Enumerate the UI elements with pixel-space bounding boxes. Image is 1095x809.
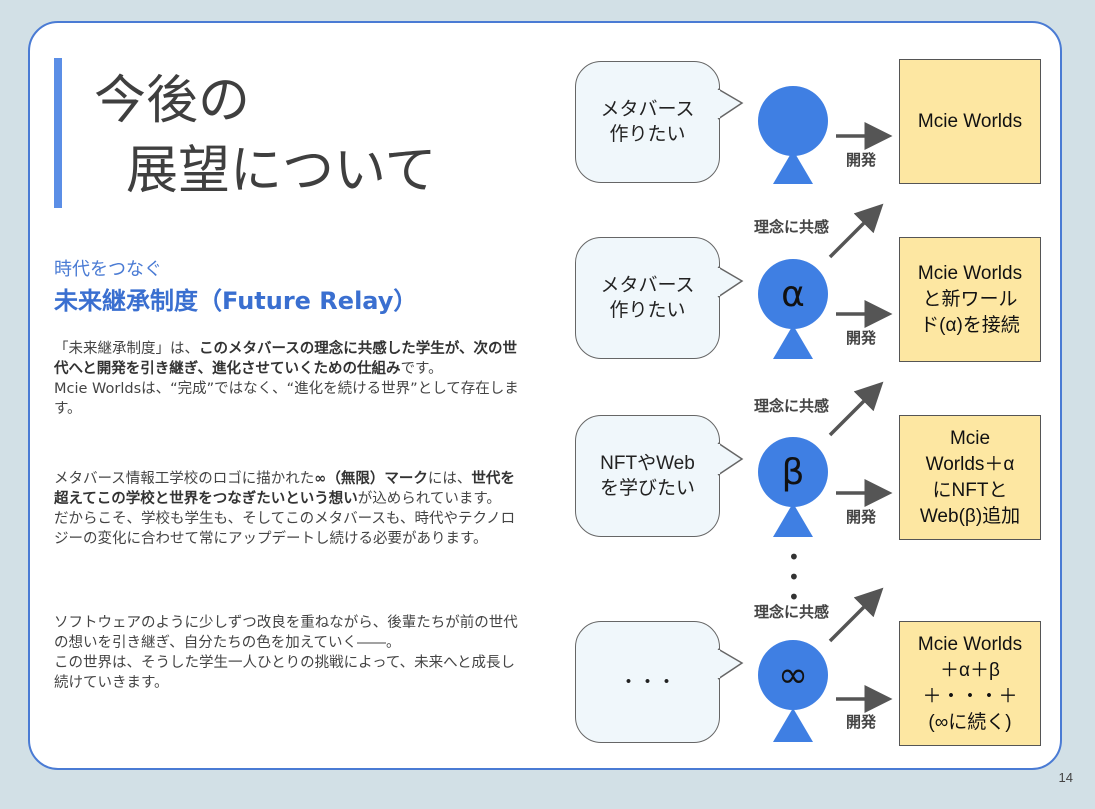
slide: 今後の 展望について 時代をつなぐ 未来継承制度（Future Relay） 「… — [28, 21, 1062, 770]
student-head-2: α — [758, 259, 828, 329]
empathy-arrow-2 — [828, 381, 884, 437]
dev-label-3: 開発 — [846, 508, 877, 526]
empathy-label-2: 理念に共感 — [754, 397, 830, 415]
page-title-line1: 今後の — [94, 71, 251, 131]
page-title-line2: 展望について — [126, 141, 437, 201]
student-head-4: ∞ — [758, 640, 828, 710]
title-accent-bar — [54, 58, 62, 208]
text-segment: ∞（無限）マーク — [314, 471, 428, 487]
empathy-label-1: 理念に共感 — [754, 218, 830, 236]
section-heading: 未来継承制度（Future Relay） — [54, 287, 418, 315]
text-segment: 「未来継承制度」は、 — [54, 341, 199, 357]
speech-bubble-1: メタバース 作りたい — [575, 61, 720, 183]
result-box-3: Mcie Worlds＋α にNFTと Web(β)追加 — [899, 415, 1041, 540]
result-box-2: Mcie Worlds と新ワール ド(α)を接続 — [899, 237, 1041, 362]
result-box-1: Mcie Worlds — [899, 59, 1041, 184]
text-segment: Mcie Worldsは、“完成”ではなく、“進化を続ける世界”として存在します… — [54, 381, 519, 417]
student-body-4 — [773, 708, 813, 742]
empathy-label-3: 理念に共感 — [754, 603, 830, 621]
student-body-3 — [773, 503, 813, 537]
result-box-4: Mcie Worlds ＋α＋β ＋・・・＋ (∞に続く) — [899, 621, 1041, 746]
page-number: 14 — [1058, 770, 1073, 785]
section-subtitle: 時代をつなぐ — [54, 259, 162, 280]
dev-label-2: 開発 — [846, 329, 877, 347]
empathy-arrow-1 — [828, 203, 884, 259]
text-segment: このメタバースの理念に共感した学生が、次の世代へと開発を引き継ぎ、進化させていく… — [54, 341, 517, 377]
text-segment: 世代を超えてこの学校と世界をつなぎたいという想い — [54, 471, 515, 507]
dev-label-1: 開発 — [846, 151, 877, 169]
speech-bubble-2: メタバース 作りたい — [575, 237, 720, 359]
empathy-arrow-3 — [828, 587, 884, 643]
student-head-1 — [758, 86, 828, 156]
text-segment: には、 — [427, 471, 472, 487]
text-segment: です。 — [400, 361, 443, 377]
dev-label-4: 開発 — [846, 713, 877, 731]
text-segment: が込められています。 だからこそ、学校も学生も、そしてこのメタバースも、時代やテ… — [54, 491, 516, 547]
student-body-1 — [773, 150, 813, 184]
text-segment: ソフトウェアのように少しずつ改良を重ねながら、後輩たちが前の世代の想いを引き継ぎ… — [54, 615, 518, 691]
student-body-2 — [773, 325, 813, 359]
ellipsis-dots: ••• — [788, 545, 800, 609]
speech-bubble-3: NFTやWeb を学びたい — [575, 415, 720, 537]
paragraph-3: ソフトウェアのように少しずつ改良を重ねながら、後輩たちが前の世代の想いを引き継ぎ… — [54, 613, 524, 693]
paragraph-2: メタバース情報工学校のロゴに描かれた∞（無限）マークには、世代を超えてこの学校と… — [54, 469, 524, 549]
speech-bubble-4: ・・・ — [575, 621, 720, 743]
paragraph-1: 「未来継承制度」は、このメタバースの理念に共感した学生が、次の世代へと開発を引き… — [54, 339, 524, 419]
student-head-3: β — [758, 437, 828, 507]
text-segment: メタバース情報工学校のロゴに描かれた — [54, 471, 315, 487]
